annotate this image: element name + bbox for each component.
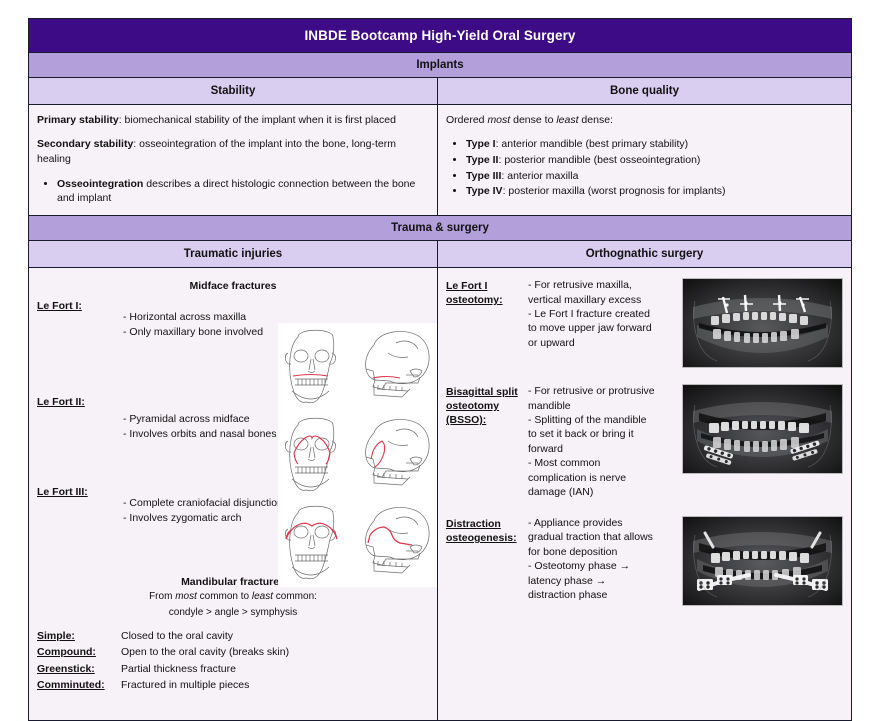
list-item: Type IV: posterior maxilla (worst progno… [466,184,845,199]
fracture-type-definition: Closed to the oral cavity [121,630,234,643]
le-fort-1-description: - Horizontal across maxilla - Only maxil… [123,311,264,338]
bone-type-term: Type II [466,153,499,166]
le-fort-2-row: Le Fort II: - Pyramidal across midface -… [37,394,429,484]
mandibular-fractures-heading: Mandibular fractures [181,576,285,589]
le-fort-3-row: Le Fort III: - Complete craniofacial dis… [37,484,429,568]
bsso-description: - For retrusive or protrusive mandible -… [528,385,655,499]
bone-type-term: Type IV [466,185,503,198]
midface-fractures-heading: Midface fractures [189,280,277,293]
page-title: INBDE Bootcamp High-Yield Oral Surgery [29,19,851,53]
bsso-label: Bisagittal split osteotomy (BSSO): [446,386,518,427]
mandibular-frequency-order: condyle > angle > symphysis [168,606,298,618]
distraction-osteogenesis-row: Distraction osteogenesis: - Appliance pr… [446,515,843,606]
le-fort-1-osteotomy-description: - For retrusive maxilla, vertical maxill… [528,279,652,349]
intro-pre: Ordered [446,114,488,126]
bone-density-intro: Ordered most dense to least dense: [446,113,845,128]
le-fort-1-row: Le Fort I: - Horizontal across maxilla -… [37,298,429,394]
le-fort-1-osteotomy-label: Le Fort I osteotomy: [446,280,503,307]
le-fort-3-label: Le Fort III: [37,486,88,499]
le-fort-2-label: Le Fort II: [37,396,85,409]
implants-body-row: Primary stability: biomechanical stabili… [29,105,851,216]
trauma-body-row: Midface fractures [29,268,851,721]
column-header-bone-quality: Bone quality [438,78,851,104]
list-item: Simple: Closed to the oral cavity [37,628,429,644]
list-item: Comminuted: Fractured in multiple pieces [37,677,429,693]
le-fort-2-skull-diagram [278,411,437,500]
bone-quality-cell: Ordered most dense to least dense: Type … [438,105,851,216]
list-item: Type I: anterior mandible (best primary … [466,137,845,152]
orthognathic-surgery-cell: Le Fort I osteotomy: - For retrusive max… [438,268,851,721]
le-fort-3-skull-diagram [278,499,437,588]
high-yield-reference-sheet: INBDE Bootcamp High-Yield Oral Surgery I… [28,18,852,721]
section-header-implants: Implants [29,53,851,78]
osseointegration-text: describes a direct histologic connection… [57,177,416,205]
list-item: Type III: anterior maxilla [466,169,845,184]
bone-type-text: : posterior maxilla (worst prognosis for… [502,185,726,198]
bsso-row: Bisagittal split osteotomy (BSSO): - For… [446,384,843,500]
intro-post: dense: [578,114,613,126]
section-header-trauma-surgery: Trauma & surgery [29,215,851,242]
intro-emphasis-most: most [487,114,511,126]
le-fort-figure-stack [278,323,437,588]
bone-type-list: Type I: anterior mandible (best primary … [446,137,845,199]
fracture-type-term: Compound: [37,646,96,659]
bone-type-text: : posterior mandible (best osseointegrat… [498,153,701,166]
intro-emphasis-least: least [556,114,579,126]
emphasis-most: most [175,591,197,603]
bone-type-text: : anterior mandible (best primary stabil… [495,138,689,151]
fracture-type-definition: Fractured in multiple pieces [121,678,250,691]
mandibular-fractures-block: Mandibular fractures From most common to… [37,576,429,693]
secondary-stability-term: Secondary stability [37,138,134,151]
le-fort-1-osteotomy-figure [660,278,843,369]
list-item: Greenstick: Partial thickness fracture [37,661,429,677]
le-fort-block: Le Fort I: - Horizontal across maxilla -… [37,298,437,588]
implants-column-headers: Stability Bone quality [29,78,851,105]
osseointegration-term: Osseointegration [57,177,144,190]
le-fort-1-skull-diagram [278,323,437,412]
primary-stability-term: Primary stability [37,114,119,126]
mandibular-fracture-type-list: Simple: Closed to the oral cavity Compou… [37,628,429,693]
distraction-osteogenesis-figure [660,515,843,606]
le-fort-3-description: - Complete craniofacial disjunction - In… [123,497,283,524]
distraction-osteogenesis-label: Distraction osteogenesis: [446,517,517,545]
bone-type-term: Type III [466,169,502,182]
intro-mid: dense to [510,114,557,126]
le-fort-1-label: Le Fort I: [37,300,82,313]
traumatic-injuries-cell: Midface fractures [29,268,438,721]
list-item: Compound: Open to the oral cavity (break… [37,644,429,660]
osseointegration-bullet-list: Osseointegration describes a direct hist… [37,177,431,206]
list-item: Osseointegration describes a direct hist… [57,177,431,206]
panoramic-radiograph-maxillary-plates [682,278,843,369]
secondary-stability-text: : osseointegration of the implant into t… [37,138,396,166]
panoramic-radiograph-distractor-appliances [682,515,843,606]
primary-stability-text: : biomechanical stability of the implant… [118,114,396,126]
list-item: Type II: posterior mandible (best osseoi… [466,153,845,168]
primary-stability-line: Primary stability: biomechanical stabili… [37,113,431,128]
le-fort-2-description: - Pyramidal across midface - Involves or… [123,413,277,440]
bsso-figure [660,384,843,475]
emphasis-least: least [251,591,274,603]
bone-type-term: Type I [466,138,496,151]
fracture-type-definition: Partial thickness fracture [121,662,236,675]
bone-type-text: : anterior maxilla [501,169,579,182]
column-header-orthognathic-surgery: Orthognathic surgery [438,241,851,268]
fracture-type-definition: Open to the oral cavity (breaks skin) [121,646,290,659]
le-fort-1-osteotomy-row: Le Fort I osteotomy: - For retrusive max… [446,278,843,369]
panoramic-radiograph-mandibular-plates [682,384,843,475]
secondary-stability-line: Secondary stability: osseointegration of… [37,137,431,167]
trauma-column-headers: Traumatic injuries Orthognathic surgery [29,241,851,269]
stability-cell: Primary stability: biomechanical stabili… [29,105,438,216]
distraction-osteogenesis-description: - Appliance provides gradual traction th… [528,516,653,602]
mandibular-frequency-note: From most common to least common: [149,591,317,603]
fracture-type-term: Comminuted: [37,678,105,691]
fracture-type-term: Simple: [37,630,75,643]
column-header-stability: Stability [29,78,438,104]
column-header-traumatic-injuries: Traumatic injuries [29,241,438,268]
fracture-type-term: Greenstick: [37,662,95,675]
